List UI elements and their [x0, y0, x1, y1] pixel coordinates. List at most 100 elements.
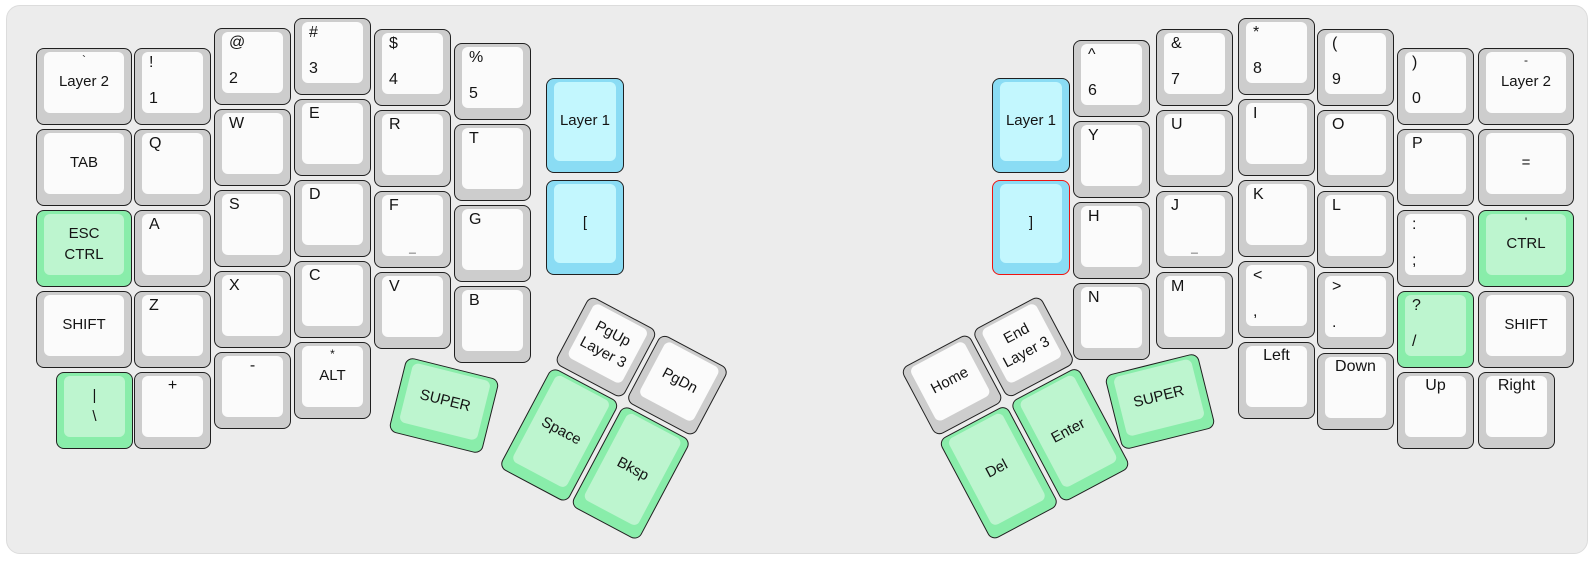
- key-label: L: [1332, 197, 1341, 214]
- keycap-face: G: [462, 209, 523, 270]
- key-label: PgUp Layer 3: [577, 317, 634, 372]
- key-colon-semi[interactable]: :;: [1397, 210, 1474, 287]
- keycap-face: V: [382, 276, 443, 337]
- key-label: _: [1191, 240, 1198, 254]
- key-f[interactable]: F_: [374, 191, 451, 268]
- key-label: P: [1412, 135, 1423, 152]
- key-arrow-down[interactable]: Down: [1317, 353, 1394, 430]
- key-p[interactable]: P: [1397, 129, 1474, 206]
- key-question-slash[interactable]: ?/: [1397, 291, 1474, 368]
- key-label: SUPER: [1131, 382, 1187, 412]
- key-t[interactable]: T: [454, 124, 531, 201]
- key-j[interactable]: J_: [1156, 191, 1233, 268]
- key-layer1-left[interactable]: Layer 1: [546, 78, 624, 173]
- key-label: 8: [1253, 60, 1262, 77]
- key-g[interactable]: G: [454, 205, 531, 282]
- key-label: `: [82, 53, 86, 67]
- key-rbracket[interactable]: ]: [992, 180, 1070, 275]
- key-d[interactable]: D: [294, 180, 371, 257]
- key-label: D: [309, 186, 321, 203]
- key-r[interactable]: R: [374, 110, 451, 187]
- key-h[interactable]: H: [1073, 202, 1150, 279]
- key-caret-6[interactable]: ^6: [1073, 40, 1150, 117]
- key-label: Z: [149, 297, 159, 314]
- key-layer2-left[interactable]: ` Layer 2: [36, 48, 132, 125]
- keycap-face: Z: [142, 295, 203, 356]
- key-i[interactable]: I: [1238, 99, 1315, 176]
- key-layer2-right[interactable]: -Layer 2: [1478, 48, 1574, 125]
- key-s[interactable]: S: [214, 190, 291, 267]
- key-w[interactable]: W: [214, 109, 291, 186]
- key-super-right[interactable]: SUPER: [1104, 352, 1216, 451]
- key-hash-3[interactable]: #3: [294, 18, 371, 95]
- key-label: 3: [309, 60, 318, 77]
- keycap-face: E: [302, 103, 363, 164]
- key-arrow-up[interactable]: Up: [1397, 372, 1474, 449]
- key-c[interactable]: C: [294, 261, 371, 338]
- key-y[interactable]: Y: [1073, 121, 1150, 198]
- key-e[interactable]: E: [294, 99, 371, 176]
- keycap-face: X: [222, 275, 283, 336]
- key-paren-9[interactable]: (9: [1317, 29, 1394, 106]
- keycap-face: B: [462, 290, 523, 351]
- key-label: Down: [1335, 358, 1376, 375]
- key-arrow-left[interactable]: Left: [1238, 342, 1315, 419]
- key-label: @: [229, 34, 246, 51]
- key-pipe-backslash[interactable]: | \: [56, 372, 133, 449]
- key-plus[interactable]: +: [134, 372, 211, 449]
- key-z[interactable]: Z: [134, 291, 211, 368]
- key-label: Up: [1425, 377, 1446, 394]
- key-label: K: [1253, 186, 1264, 203]
- key-ast-alt[interactable]: *ALT: [294, 342, 371, 419]
- key-label: SHIFT: [1504, 316, 1548, 334]
- key-minus[interactable]: -: [214, 352, 291, 429]
- key-u[interactable]: U: [1156, 110, 1233, 187]
- keycap-face: Layer 1: [1000, 82, 1062, 161]
- keycap-face: Layer 1: [554, 82, 616, 161]
- key-b[interactable]: B: [454, 286, 531, 363]
- key-shift-left[interactable]: SHIFT: [36, 291, 132, 368]
- keycap-face: SUPER: [398, 362, 492, 441]
- key-quote-ctrl[interactable]: 'CTRL: [1478, 210, 1574, 287]
- key-lt-comma[interactable]: <,: [1238, 261, 1315, 338]
- key-lbracket[interactable]: [: [546, 180, 624, 275]
- key-ast-8[interactable]: *8: [1238, 18, 1315, 95]
- keycap-face: &7: [1164, 33, 1225, 94]
- key-m[interactable]: M: [1156, 272, 1233, 349]
- key-x[interactable]: X: [214, 271, 291, 348]
- key-q[interactable]: Q: [134, 129, 211, 206]
- key-label: Layer 2: [58, 73, 110, 91]
- key-label: Layer 2: [1500, 73, 1552, 91]
- keycap-face: A: [142, 214, 203, 275]
- key-gt-period[interactable]: >.: [1317, 272, 1394, 349]
- key-k[interactable]: K: [1238, 180, 1315, 257]
- key-shift-right[interactable]: SHIFT: [1478, 291, 1574, 368]
- keycap-face: Home: [908, 340, 992, 423]
- key-paren-0[interactable]: )0: [1397, 48, 1474, 125]
- key-label: [: [582, 214, 588, 232]
- key-exclaim-1[interactable]: !1: [134, 48, 211, 125]
- key-arrow-right[interactable]: Right: [1478, 372, 1555, 449]
- key-v[interactable]: V: [374, 272, 451, 349]
- key-amp-7[interactable]: &7: [1156, 29, 1233, 106]
- key-l[interactable]: L: [1317, 191, 1394, 268]
- key-esc-ctrl[interactable]: ESC CTRL: [36, 210, 132, 287]
- keycap-face: | \: [64, 376, 125, 437]
- key-at-2[interactable]: @2: [214, 28, 291, 105]
- keycap-face: End Layer 3: [980, 302, 1063, 385]
- keycap-face: -: [222, 356, 283, 417]
- keycap-face: C: [302, 265, 363, 326]
- keycap-face: >.: [1325, 276, 1386, 337]
- key-tab[interactable]: TAB: [36, 129, 132, 206]
- key-n[interactable]: N: [1073, 283, 1150, 360]
- key-a[interactable]: A: [134, 210, 211, 287]
- key-label: Layer 1: [1005, 112, 1057, 130]
- key-pct-5[interactable]: %5: [454, 43, 531, 120]
- key-super-left[interactable]: SUPER: [388, 356, 500, 455]
- key-layer1-right[interactable]: Layer 1: [992, 78, 1070, 173]
- key-dollar-4[interactable]: $4: [374, 29, 451, 106]
- key-o[interactable]: O: [1317, 110, 1394, 187]
- key-equals[interactable]: =: [1478, 129, 1574, 206]
